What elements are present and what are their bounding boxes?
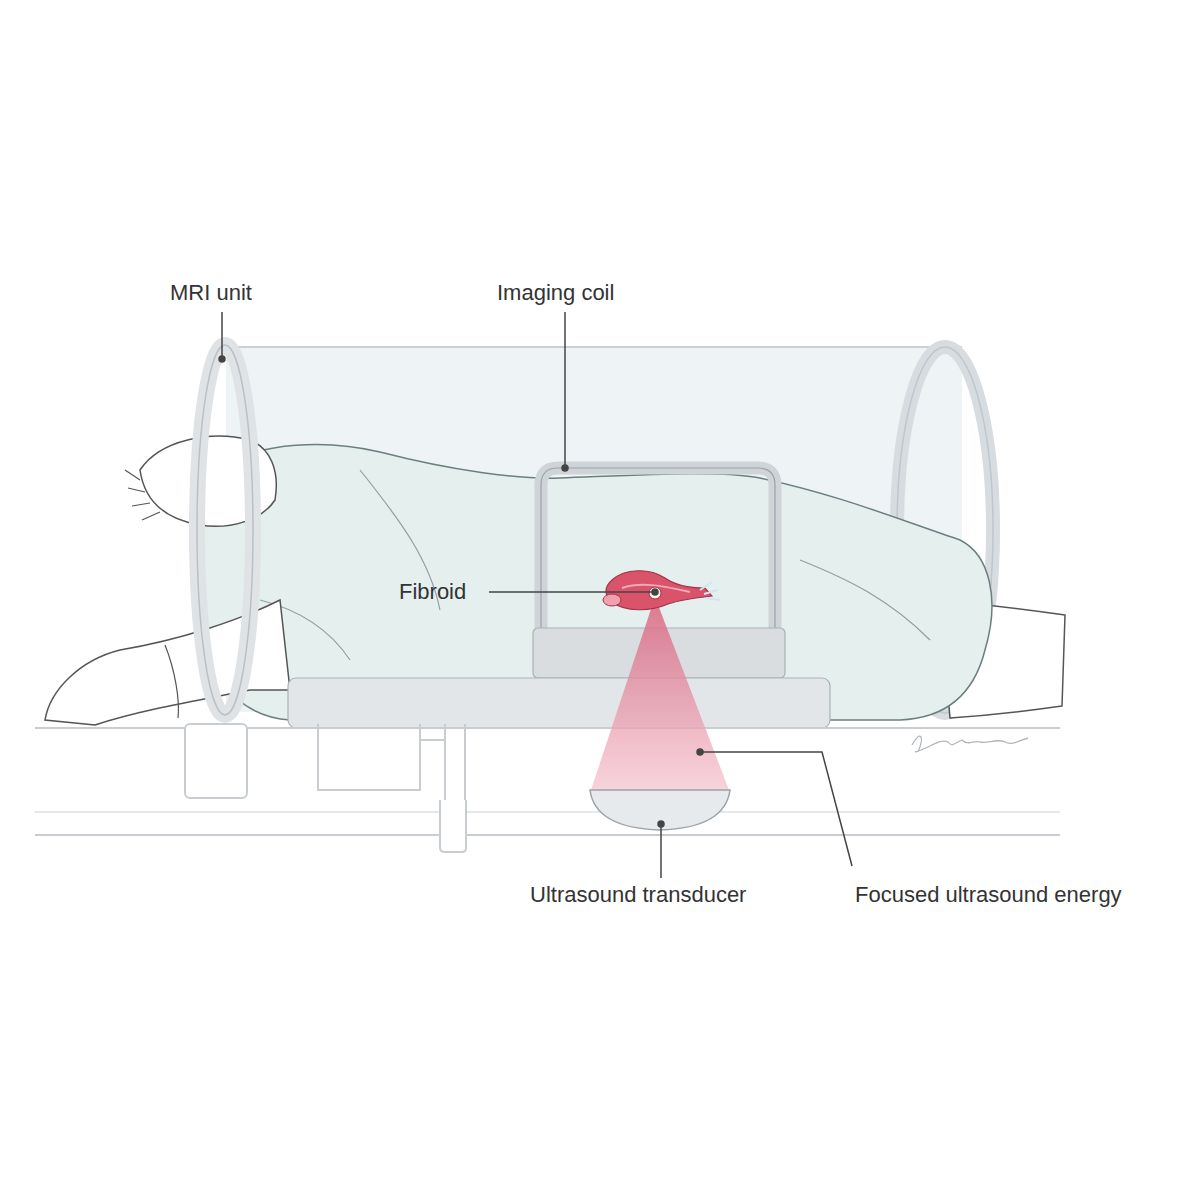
ultrasound-beam: [591, 597, 729, 790]
signature: [912, 736, 1028, 752]
uterus: [606, 571, 712, 610]
part-label: Imaging coil: [497, 280, 614, 306]
part-label: Focused ultrasound energy: [855, 882, 1122, 908]
imaging-coil: [541, 468, 775, 632]
leader-lines: [219, 312, 852, 878]
part-label: Ultrasound transducer: [530, 882, 746, 908]
ultrasound-transducer: [590, 790, 730, 830]
mri-ring: [197, 345, 253, 715]
part-label: Fibroid: [399, 579, 466, 605]
part-label: MRI unit: [170, 280, 252, 306]
table-pad: [288, 678, 830, 728]
fibroid: [649, 587, 661, 599]
